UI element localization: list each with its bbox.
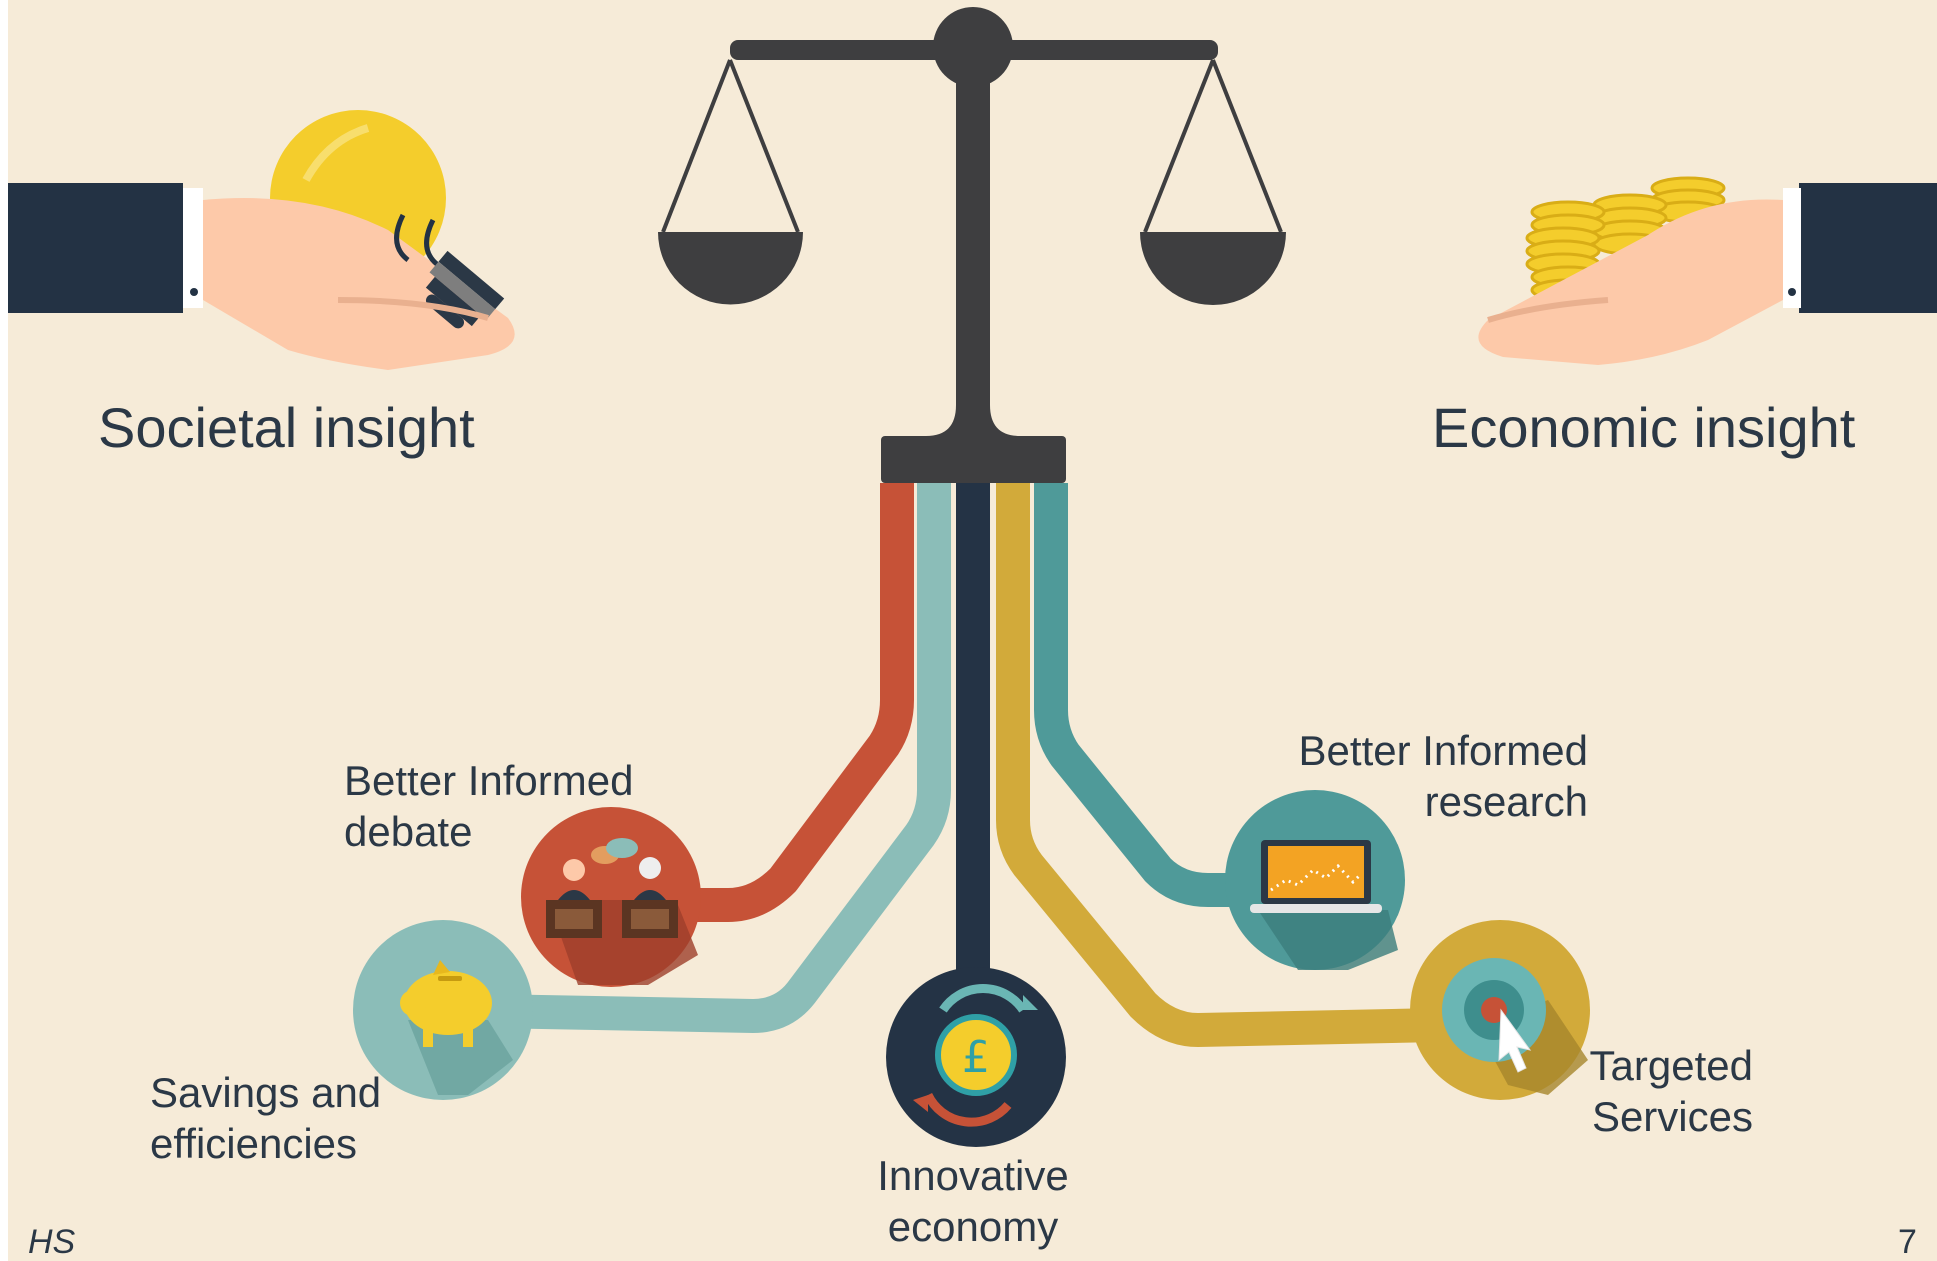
- targeted-path: [996, 483, 1439, 1047]
- piggy-bank-icon: [353, 920, 533, 1100]
- research-path: [1034, 483, 1298, 907]
- pound-exchange-icon: £: [886, 967, 1066, 1147]
- targeted-label-line2: Services: [1591, 1093, 1753, 1141]
- innovative-label-line1: Innovative: [877, 1152, 1069, 1199]
- page-number: 7: [1898, 1223, 1917, 1261]
- illustration: £: [8, 7, 1937, 1147]
- light-bulb-icon: [8, 110, 515, 370]
- targeted-label-line1: Targeted: [1589, 1042, 1753, 1089]
- debate-path: [623, 483, 914, 922]
- debate-label-line2: debate: [344, 808, 473, 856]
- pound-symbol: £: [962, 1032, 990, 1083]
- savings-path: [437, 483, 951, 1033]
- coin-stack-icon: [1478, 176, 1937, 365]
- research-label-line2: research: [1424, 778, 1588, 826]
- connector-paths: [437, 483, 1439, 1047]
- target-cursor-icon: [1410, 920, 1590, 1100]
- research-label: Better Informed research: [1258, 725, 1588, 827]
- innovative-label-line2: economy: [887, 1203, 1059, 1251]
- debate-podium-icon: [521, 807, 701, 987]
- research-label-line1: Better Informed: [1298, 727, 1588, 774]
- debate-label: Better Informed debate: [344, 755, 633, 857]
- savings-label-line2: efficiencies: [150, 1120, 358, 1168]
- savings-label-line1: Savings and: [150, 1069, 382, 1116]
- laptop-chart-icon: [1225, 790, 1405, 970]
- savings-label: Savings and efficiencies: [150, 1067, 381, 1169]
- innovative-label: Innovative economy: [868, 1150, 1078, 1252]
- balance-scale-icon: [658, 7, 1286, 483]
- targeted-label: Targeted Services: [1573, 1040, 1753, 1142]
- footer-author: HS: [28, 1223, 76, 1261]
- debate-label-line1: Better Informed: [344, 757, 634, 804]
- slide: £ Societal insight Economic insight Bett…: [8, 0, 1937, 1261]
- economic-insight-title: Economic insight: [1432, 396, 1856, 459]
- societal-insight-title: Societal insight: [98, 396, 475, 459]
